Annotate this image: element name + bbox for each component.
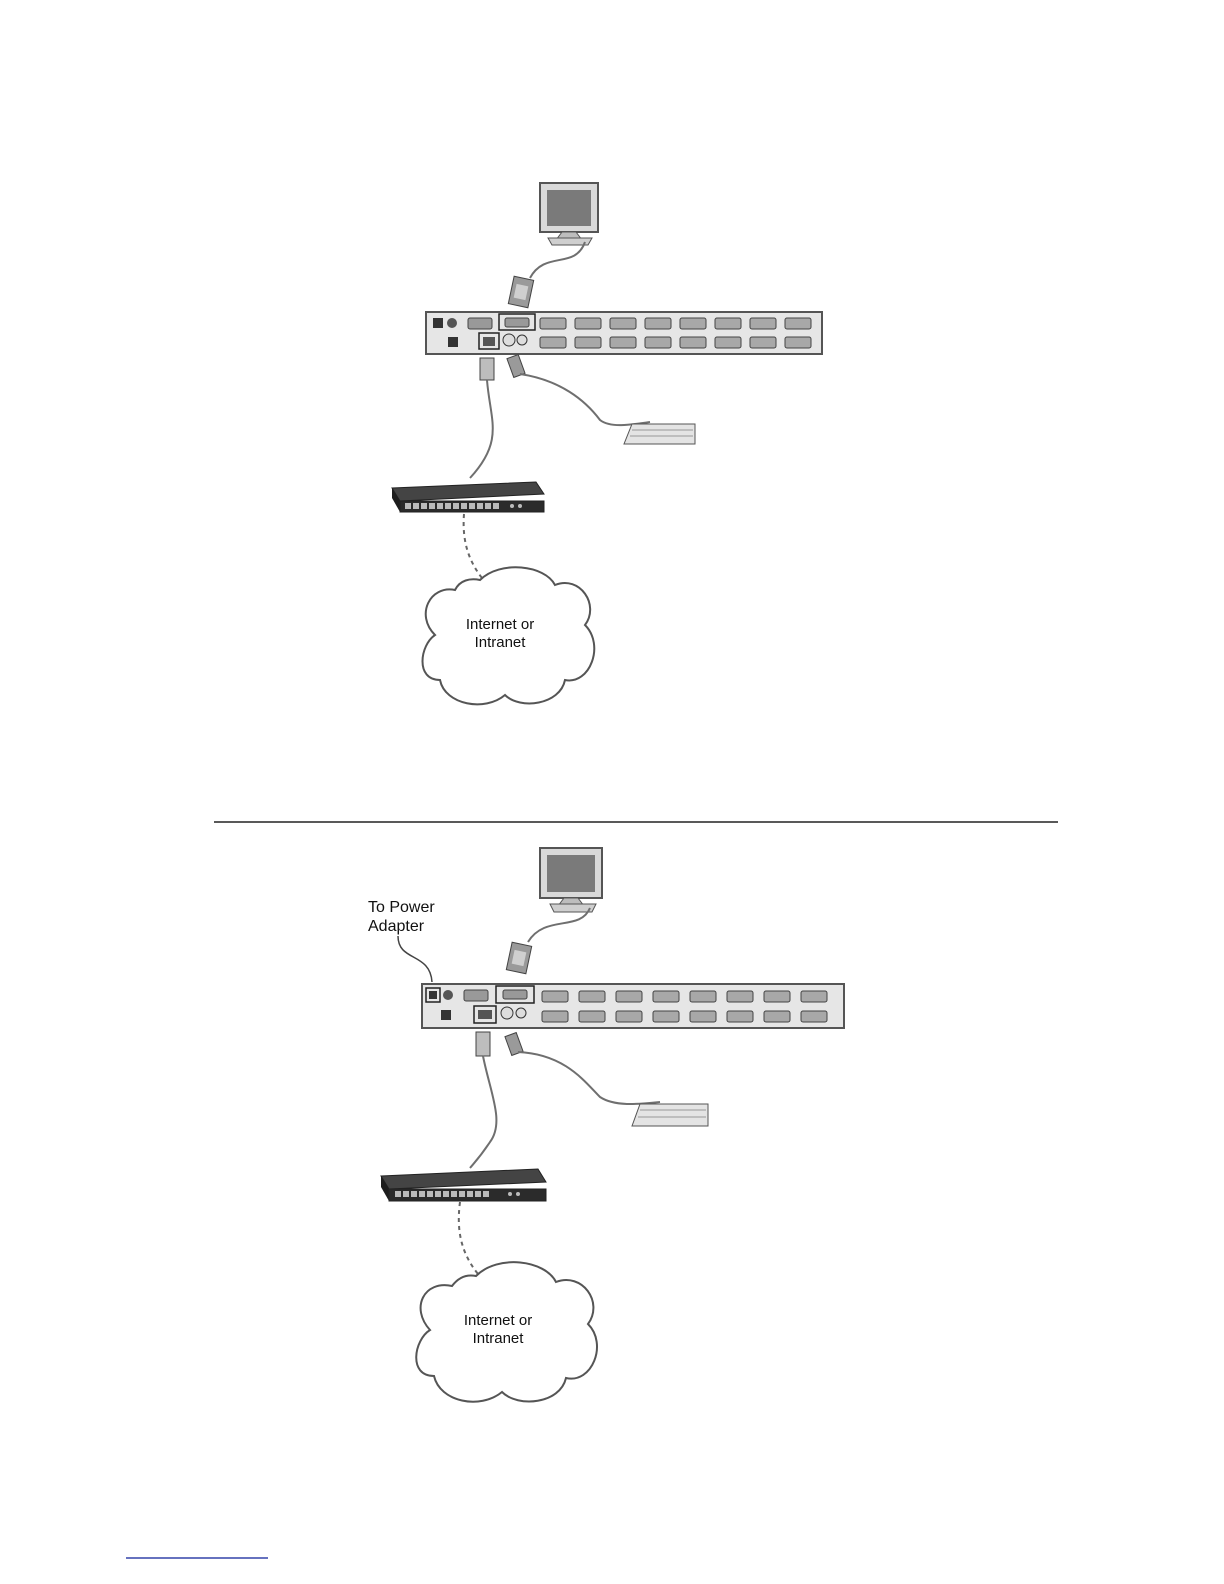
cloud-label-line2: Intranet xyxy=(473,1330,525,1347)
power-label-line1: To Power xyxy=(368,899,435,916)
power-label-line2: Adapter xyxy=(368,918,425,935)
internet-link xyxy=(459,1202,478,1274)
power-cable xyxy=(398,936,432,982)
video-cable xyxy=(528,908,590,942)
vga-plug-icon xyxy=(506,942,531,974)
keyboard-cable xyxy=(518,1052,660,1104)
monitor-icon xyxy=(540,848,602,912)
lan-plug-icon xyxy=(476,1032,490,1056)
network-switch-icon xyxy=(381,1169,546,1201)
keyboard-icon xyxy=(632,1104,708,1126)
network-cable xyxy=(470,1056,496,1168)
kvm-switch-unit xyxy=(422,984,844,1028)
diagram-power-connection: To Power Adapter xyxy=(0,792,1224,1584)
cloud-label-line1: Internet or xyxy=(464,1312,532,1329)
